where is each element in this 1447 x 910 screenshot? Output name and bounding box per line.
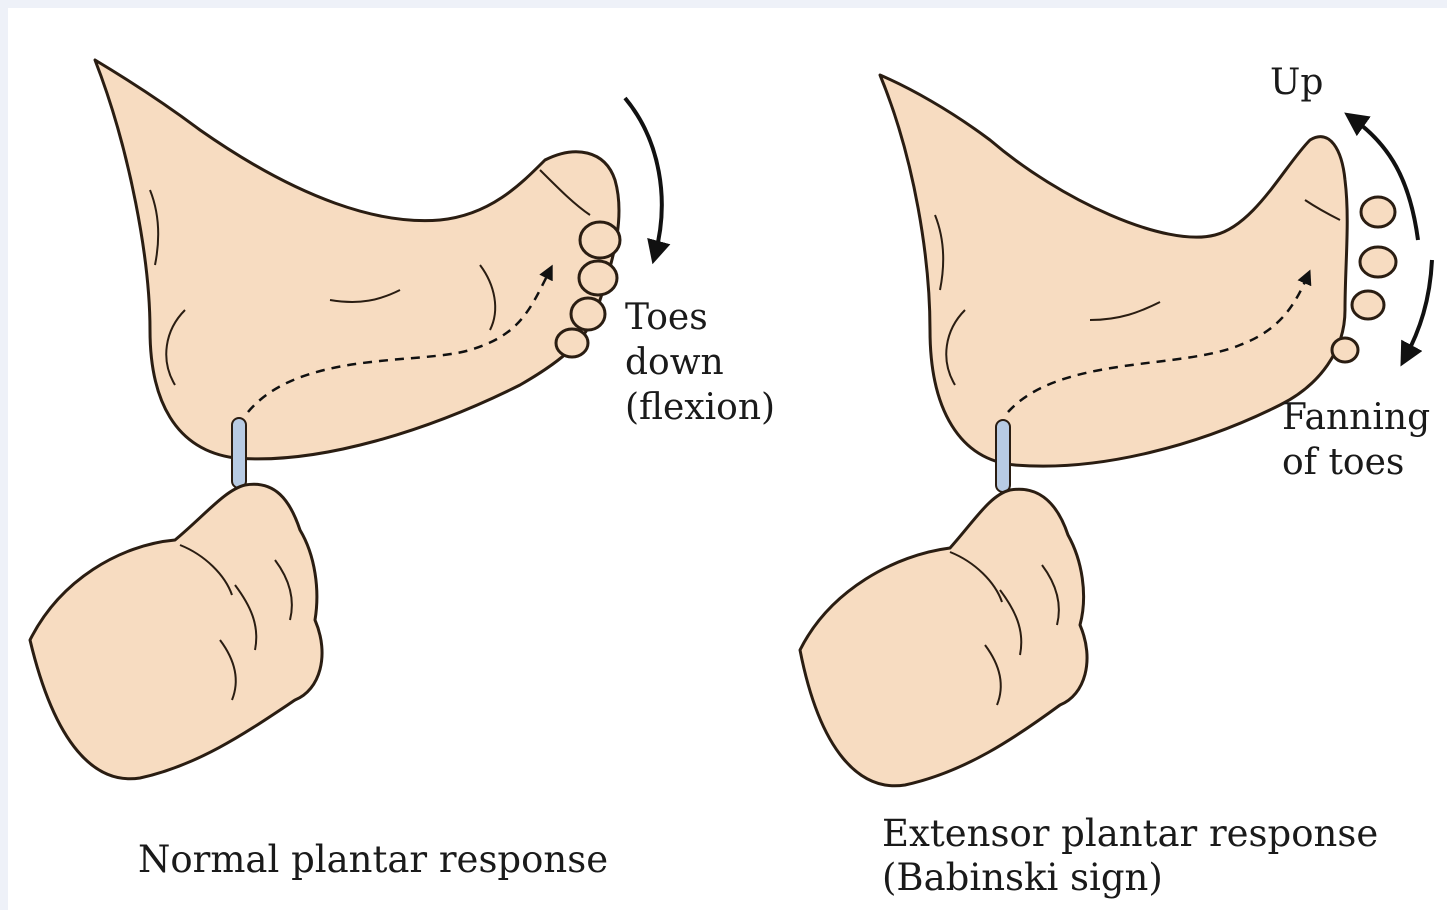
left-panel-caption: Normal plantar response xyxy=(138,838,608,882)
left-reflex-instrument xyxy=(232,418,246,488)
left-panel-illustration xyxy=(30,60,662,779)
up-label: Up xyxy=(1270,60,1323,105)
left-toes-down-arrow xyxy=(625,98,662,255)
toes-down-label: Toes down (flexion) xyxy=(625,295,775,430)
right-foot xyxy=(880,75,1347,466)
left-foot xyxy=(95,60,619,459)
right-reflex-instrument xyxy=(996,420,1010,492)
right-fanning-arrow xyxy=(1405,260,1432,358)
right-panel-caption: Extensor plantar response (Babinski sign… xyxy=(882,812,1378,900)
right-examiner-hand xyxy=(800,489,1087,786)
fanning-of-toes-label: Fanning of toes xyxy=(1282,395,1430,485)
left-examiner-hand xyxy=(30,484,322,779)
